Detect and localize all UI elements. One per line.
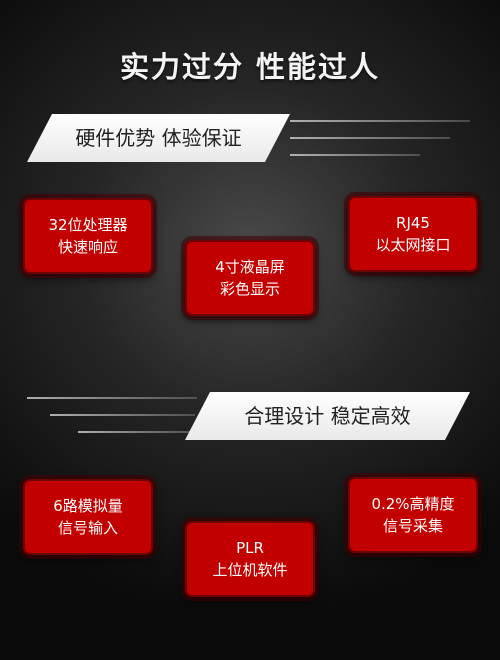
feature-card-analog-input: 6路模拟量 信号输入 (23, 479, 153, 555)
decorative-line (78, 431, 198, 433)
feature-line1: 0.2%高精度 (371, 495, 455, 513)
feature-line2: 快速响应 (57, 238, 118, 256)
feature-card-software: PLR 上位机软件 (185, 521, 315, 597)
feature-line1: RJ45 (396, 214, 430, 232)
feature-line2: 以太网接口 (375, 236, 451, 254)
page-title: 实力过分 性能过人 (119, 50, 381, 84)
decorative-line (290, 154, 420, 156)
feature-line1: 32位处理器 (48, 216, 128, 234)
feature-line2: 彩色显示 (219, 280, 280, 298)
section-banner-hardware: 硬件优势 体验保证 (27, 114, 290, 162)
feature-card-processor: 32位处理器 快速响应 (23, 198, 153, 274)
feature-line2: 信号采集 (382, 517, 443, 535)
decorative-line (290, 120, 470, 122)
feature-line2: 信号输入 (57, 519, 118, 537)
feature-line1: PLR (236, 539, 264, 557)
feature-line1: 4寸液晶屏 (215, 258, 285, 276)
feature-card-lcd: 4寸液晶屏 彩色显示 (185, 240, 315, 316)
decorative-line (50, 414, 195, 416)
feature-card-precision: 0.2%高精度 信号采集 (348, 477, 478, 553)
section-banner-design: 合理设计 稳定高效 (185, 392, 470, 440)
feature-card-ethernet: RJ45 以太网接口 (348, 196, 478, 272)
decorative-line (290, 137, 450, 139)
feature-line1: 6路模拟量 (53, 497, 123, 515)
feature-line2: 上位机软件 (212, 561, 288, 579)
decorative-line (27, 397, 197, 399)
